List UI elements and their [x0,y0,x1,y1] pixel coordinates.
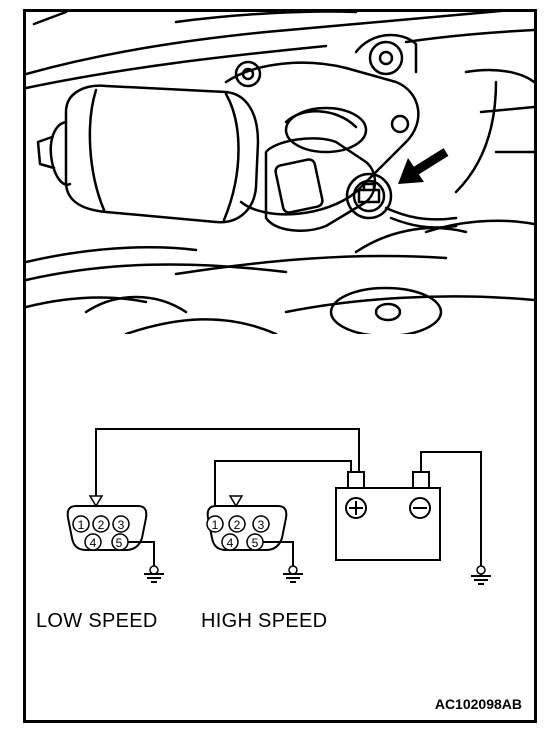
pin-label: 2 [234,518,241,532]
high-speed-label: HIGH SPEED [201,610,328,632]
pin-label: 1 [212,518,219,532]
battery-positive-terminal-icon [345,497,367,519]
battery [335,471,441,561]
connector-pin: 2 [228,515,246,533]
ground-icon [471,565,491,585]
high-speed-connector: 1 2 3 4 5 [206,495,303,583]
pin-label: 5 [116,536,123,550]
connector-pin: 5 [246,533,264,551]
connector-pin: 2 [92,515,110,533]
high-speed-wire [214,460,352,506]
connector-pin: 4 [221,533,239,551]
connector-pin: 1 [72,515,90,533]
pin-label: 4 [90,536,97,550]
low-speed-label: LOW SPEED [36,610,158,632]
connector-pin: 1 [206,515,224,533]
wiring-diagram: 1 2 3 4 5 1 2 3 4 5 [66,428,491,585]
negative-wire [420,451,482,566]
low-speed-wire [95,428,360,506]
connector-pin: 4 [84,533,102,551]
connector-pin: 3 [112,515,130,533]
pin-label: 3 [258,518,265,532]
connector-pin: 3 [252,515,270,533]
pin-label: 5 [252,536,259,550]
connector-pin: 5 [111,533,129,551]
battery-negative-terminal-icon [409,497,431,519]
pin-label: 2 [98,518,105,532]
wiper-motor-illustration [26,12,534,334]
pointer-arrow-icon [398,148,449,184]
pin-label: 3 [118,518,125,532]
low-speed-connector: 1 2 3 4 5 [66,495,164,583]
figure-code: AC102098AB [434,696,522,712]
pin-label: 4 [227,536,234,550]
ground-icon [283,565,303,583]
ground-icon [144,565,164,583]
pin-label: 1 [78,518,85,532]
figure-frame: 1 2 3 4 5 1 2 3 4 5 [23,9,537,723]
